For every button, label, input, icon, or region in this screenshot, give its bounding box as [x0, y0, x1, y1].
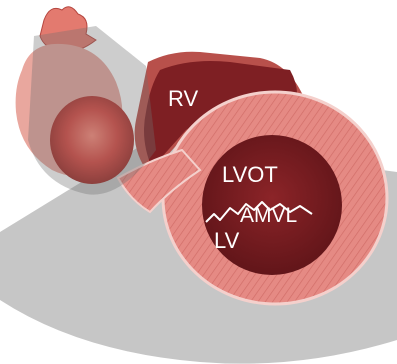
thumbnail-heart-orientation	[16, 7, 156, 195]
probe-plane-shadow	[28, 26, 156, 195]
label-lvot: LVOT	[222, 162, 278, 187]
label-rv: RV	[168, 86, 198, 111]
label-lv: LV	[214, 228, 240, 253]
label-amvl: AMVL	[240, 204, 297, 227]
